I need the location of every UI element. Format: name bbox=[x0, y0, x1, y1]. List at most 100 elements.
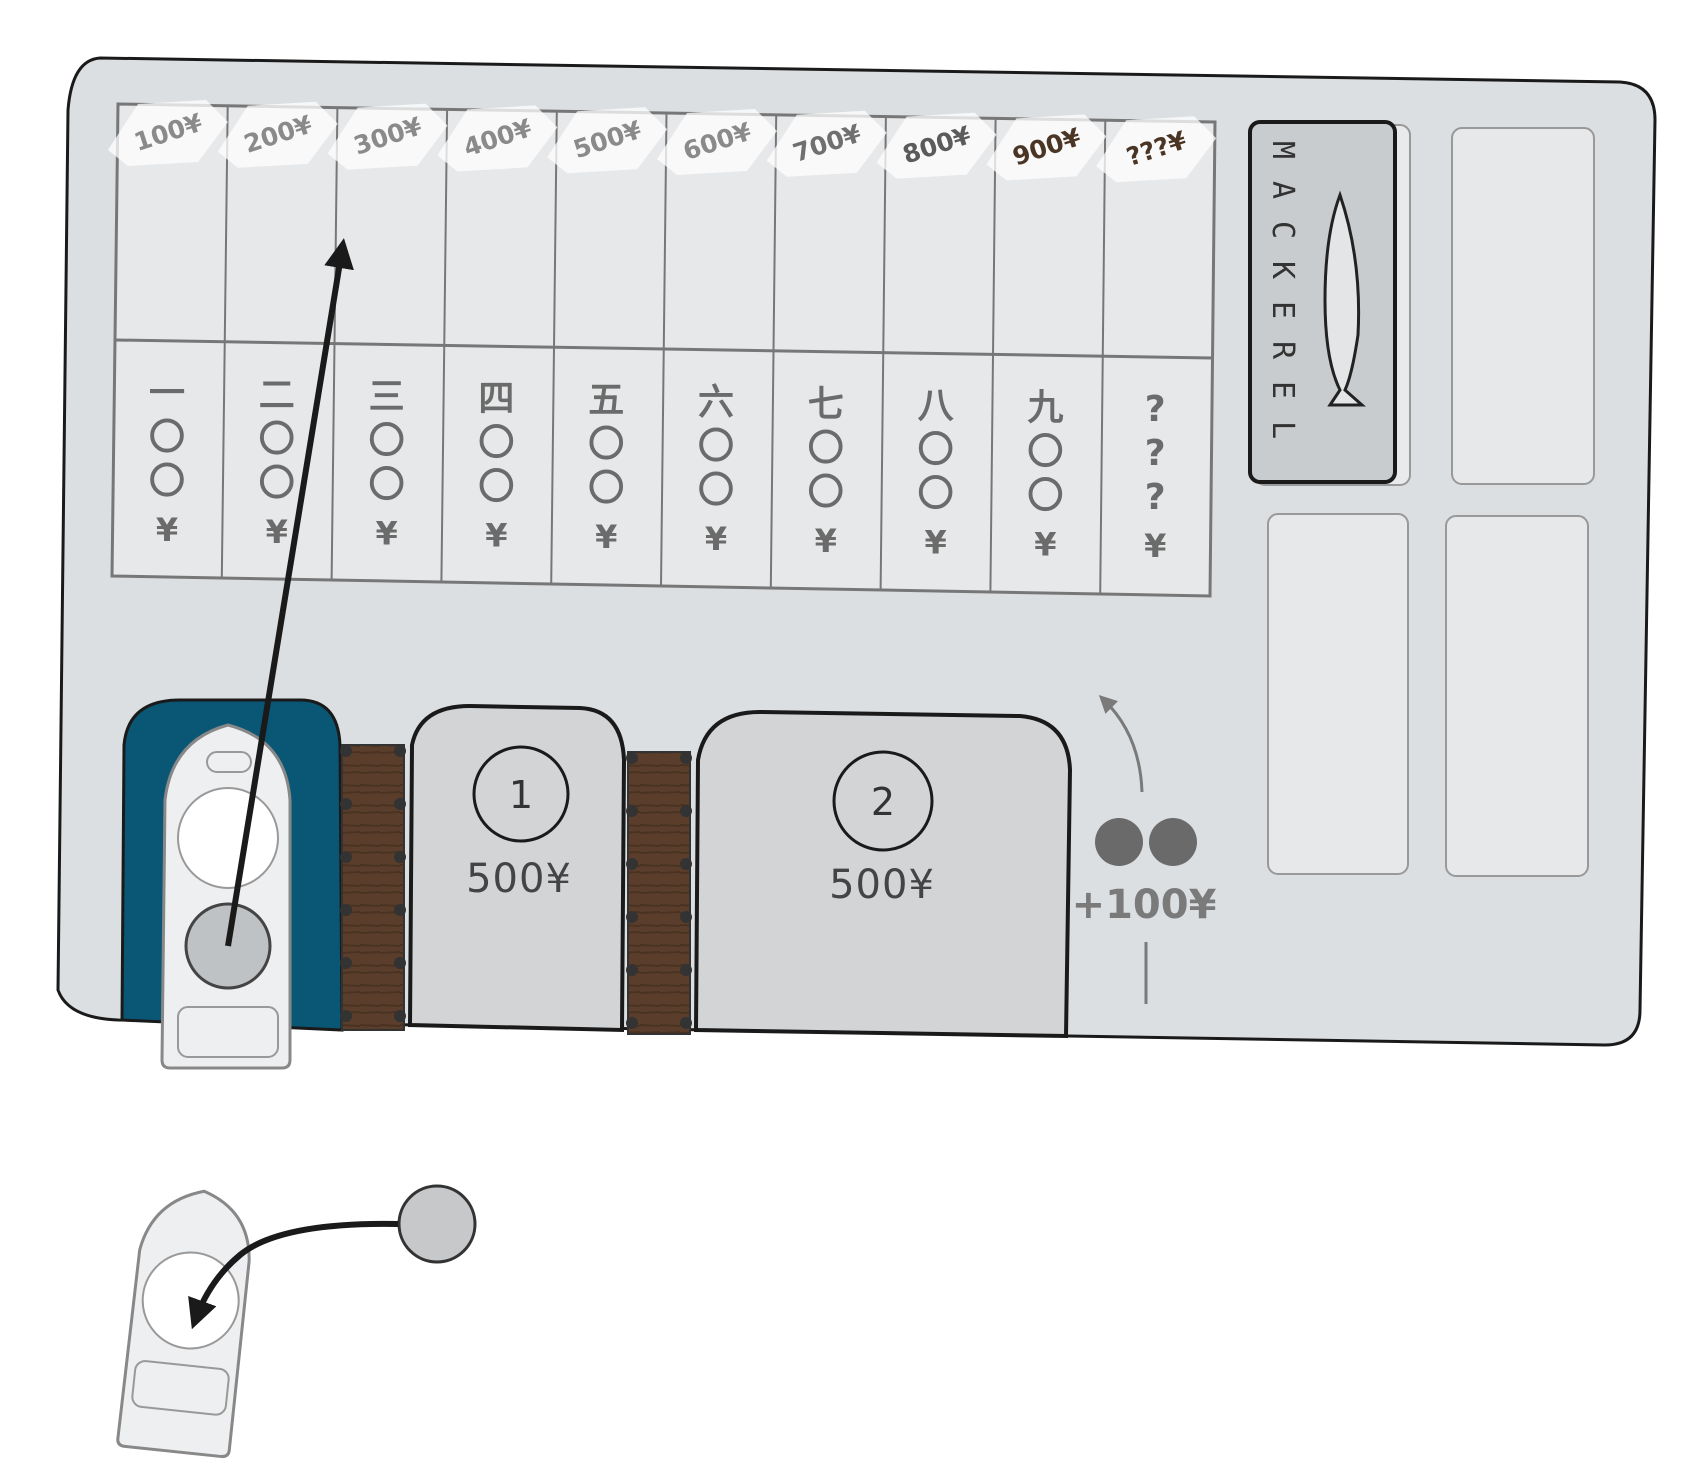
column-glyph: 一 bbox=[149, 373, 185, 414]
bonus-token-1 bbox=[1095, 818, 1143, 866]
column-glyph: 八 bbox=[918, 386, 955, 427]
column-glyph: 〇 bbox=[149, 461, 185, 502]
fish-name-letter: K bbox=[1265, 261, 1300, 279]
price-burst bbox=[217, 101, 338, 168]
price-burst bbox=[547, 107, 668, 174]
column-glyph: 〇 bbox=[698, 426, 734, 467]
fish-name-letter: C bbox=[1265, 221, 1300, 239]
price-grid bbox=[110, 102, 1217, 598]
yen-symbol: ¥ bbox=[375, 515, 397, 553]
price-burst bbox=[1096, 116, 1217, 183]
quantity-cell-4[interactable]: 四〇〇¥ bbox=[478, 378, 514, 554]
yen-symbol: ¥ bbox=[1144, 527, 1166, 565]
price-cell-9[interactable]: 900¥ bbox=[986, 114, 1107, 181]
quantity-cell-6[interactable]: 六〇〇¥ bbox=[698, 382, 734, 558]
loose-token[interactable] bbox=[397, 1184, 477, 1264]
column-glyph: 〇 bbox=[259, 419, 295, 460]
boat-cargo-slot-1[interactable] bbox=[177, 787, 279, 889]
column-glyph: ? bbox=[1145, 389, 1166, 430]
column-glyph: 〇 bbox=[259, 463, 295, 504]
price-burst bbox=[986, 114, 1107, 181]
column-glyph: 〇 bbox=[588, 424, 624, 465]
wooden-pier-left bbox=[341, 744, 405, 1031]
column-glyph: ? bbox=[1145, 433, 1166, 474]
dock-1-number: 1 bbox=[509, 773, 533, 817]
price-burst bbox=[766, 110, 887, 177]
dock-2[interactable]: 2 500¥ bbox=[693, 709, 1073, 1039]
quantity-cell-5[interactable]: 五〇〇¥ bbox=[588, 380, 624, 556]
price-cell-6[interactable]: 600¥ bbox=[657, 109, 777, 175]
fish-name-letter: M bbox=[1265, 141, 1300, 159]
column-glyph: 〇 bbox=[149, 417, 185, 458]
column-glyph: 〇 bbox=[918, 430, 954, 471]
bonus-token-2 bbox=[1149, 818, 1197, 866]
column-glyph: 三 bbox=[369, 377, 405, 418]
move-arrow-to-price bbox=[225, 238, 354, 947]
quantity-cell-8[interactable]: 八〇〇¥ bbox=[918, 386, 955, 562]
price-cell-1[interactable]: 100¥ bbox=[108, 100, 228, 166]
price-burst bbox=[876, 112, 997, 179]
card-slot-top-right[interactable] bbox=[1451, 127, 1595, 485]
bonus-area: +100¥ bbox=[1072, 694, 1217, 1004]
column-glyph: 〇 bbox=[1027, 475, 1063, 516]
quantity-cell-9[interactable]: 九〇〇¥ bbox=[1027, 387, 1063, 563]
dock-2-price: 500¥ bbox=[829, 862, 935, 908]
dock-1-number-badge bbox=[472, 745, 570, 843]
mackerel-fish-icon bbox=[1323, 190, 1366, 407]
column-glyph: 六 bbox=[698, 382, 734, 423]
dock-2-number: 2 bbox=[871, 780, 895, 824]
quantity-cell-10[interactable]: ???¥ bbox=[1144, 389, 1166, 565]
pier-bolts bbox=[340, 745, 692, 1029]
wooden-pier-middle bbox=[627, 751, 691, 1035]
price-cell-10[interactable]: ???¥ bbox=[1096, 116, 1217, 183]
column-glyph: 〇 bbox=[1027, 431, 1063, 472]
column-glyph: 〇 bbox=[808, 472, 844, 513]
price-cell-8[interactable]: 800¥ bbox=[876, 112, 997, 179]
column-glyph: 二 bbox=[259, 375, 295, 416]
price-burst bbox=[108, 100, 228, 166]
fish-name-letter: R bbox=[1265, 341, 1300, 360]
card-slot-bottom-left[interactable] bbox=[1267, 513, 1409, 875]
price-burst bbox=[327, 103, 448, 170]
yen-symbol: ¥ bbox=[705, 520, 727, 558]
yen-symbol: ¥ bbox=[485, 516, 507, 554]
fish-name-letter: A bbox=[1265, 181, 1300, 199]
price-burst bbox=[657, 109, 777, 175]
dock-1[interactable]: 1 500¥ bbox=[407, 703, 627, 1033]
price-cell-2[interactable]: 200¥ bbox=[217, 101, 338, 168]
column-glyph: 〇 bbox=[369, 421, 405, 462]
price-cell-7[interactable]: 700¥ bbox=[766, 110, 887, 177]
price-burst bbox=[437, 105, 558, 172]
column-glyph: 〇 bbox=[698, 470, 734, 511]
load-arrow-to-boat bbox=[188, 1220, 399, 1330]
column-glyph: 〇 bbox=[369, 465, 405, 506]
quantity-cell-7[interactable]: 七〇〇¥ bbox=[808, 384, 844, 560]
yen-symbol: ¥ bbox=[595, 518, 617, 556]
yen-symbol: ¥ bbox=[815, 522, 837, 560]
column-glyph: 〇 bbox=[808, 428, 844, 469]
price-cell-3[interactable]: 300¥ bbox=[327, 103, 448, 170]
fish-name-letter: E bbox=[1265, 381, 1300, 399]
spare-boat[interactable] bbox=[116, 1185, 256, 1459]
price-cell-4[interactable]: 400¥ bbox=[437, 105, 558, 172]
column-glyph: 〇 bbox=[478, 422, 514, 463]
column-glyph: 七 bbox=[808, 384, 844, 425]
boat-in-berth[interactable] bbox=[160, 723, 292, 1070]
column-glyph: 〇 bbox=[478, 466, 514, 507]
yen-symbol: ¥ bbox=[1034, 525, 1056, 563]
yen-symbol: ¥ bbox=[924, 524, 946, 562]
dock-1-price: 500¥ bbox=[466, 856, 572, 902]
column-glyph: 九 bbox=[1027, 387, 1063, 428]
quantity-cell-3[interactable]: 三〇〇¥ bbox=[369, 377, 405, 553]
fish-card-slot[interactable]: M A C K E R E L bbox=[1248, 120, 1411, 486]
card-slot-bottom-right[interactable] bbox=[1445, 515, 1589, 877]
fish-name-letter: L bbox=[1265, 421, 1300, 439]
yen-symbol: ¥ bbox=[266, 513, 288, 551]
price-cell-5[interactable]: 500¥ bbox=[547, 107, 668, 174]
dock-2-number-badge bbox=[832, 750, 934, 852]
quantity-cell-1[interactable]: 一〇〇¥ bbox=[149, 373, 185, 549]
quantity-cell-2[interactable]: 二〇〇¥ bbox=[259, 375, 295, 551]
fish-name-letter: E bbox=[1265, 301, 1300, 319]
column-glyph: 〇 bbox=[588, 468, 624, 509]
